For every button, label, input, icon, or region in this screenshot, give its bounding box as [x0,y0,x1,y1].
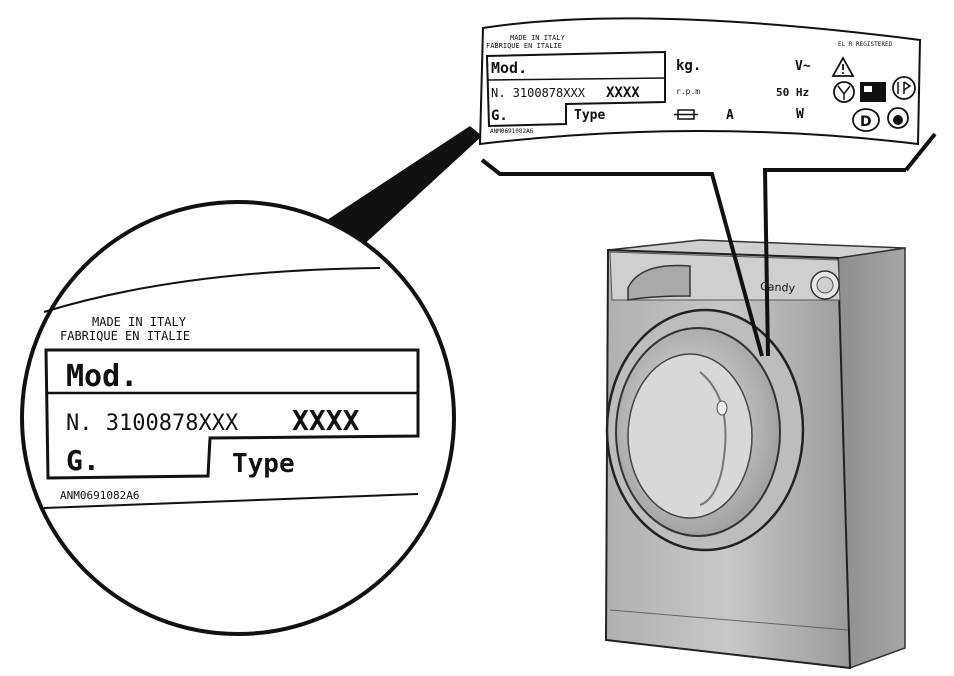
top-code: ANM0691082A6 [490,128,534,135]
top-rpm: r.p.m [676,87,700,96]
d-mark-icon: D [852,108,880,132]
zoom-code: ANM0691082A6 [60,489,139,502]
top-hz: 50 Hz [776,86,809,99]
top-watts: W [796,107,804,122]
detergent-drawer [627,264,691,301]
top-mod: Mod. [491,59,527,77]
washing-machine: Candy [604,239,906,670]
top-type: Type [574,108,605,123]
top-voltage: V~ [795,59,811,74]
rating-plate-top: MADE IN ITALY FABRIQUE EN ITALIE EL R RE… [478,17,922,146]
zoom-mod: Mod. [66,359,138,394]
warning-icon [831,56,855,77]
zoom-type: Type [232,449,295,479]
zoom-made-in: MADE IN ITALY [92,315,187,329]
top-g: G. [491,108,508,124]
leader-lines [480,132,937,357]
top-registered: EL R REGISTERED [838,41,893,48]
zoom-callout: MADE IN ITALY FABRIQUE EN ITALIE Mod. N.… [20,200,456,636]
zoom-g: G. [66,444,100,477]
top-serial-suffix: XXXX [606,85,640,101]
top-fabrique: FABRIQUE EN ITALIE [486,42,562,50]
zoom-serial-prefix: N. 3100878XXX [66,411,239,436]
zoom-wedge [318,126,482,250]
top-made-in: MADE IN ITALY [510,34,566,42]
top-amps: A [726,108,734,123]
ip-mark-icon [892,76,916,100]
door-glass [627,353,753,519]
d-mark-label: D [860,114,872,130]
zoom-fabrique: FABRIQUE EN ITALIE [60,329,190,343]
zoom-serial-suffix: XXXX [292,404,360,437]
top-kg: kg. [676,58,701,74]
ce-mark-icon [860,82,886,102]
approval-mark-icon [833,81,855,103]
top-serial-prefix: N. 3100878XXX [491,86,586,100]
fuse-icon [674,109,698,120]
safety-mark-icon [887,107,909,129]
